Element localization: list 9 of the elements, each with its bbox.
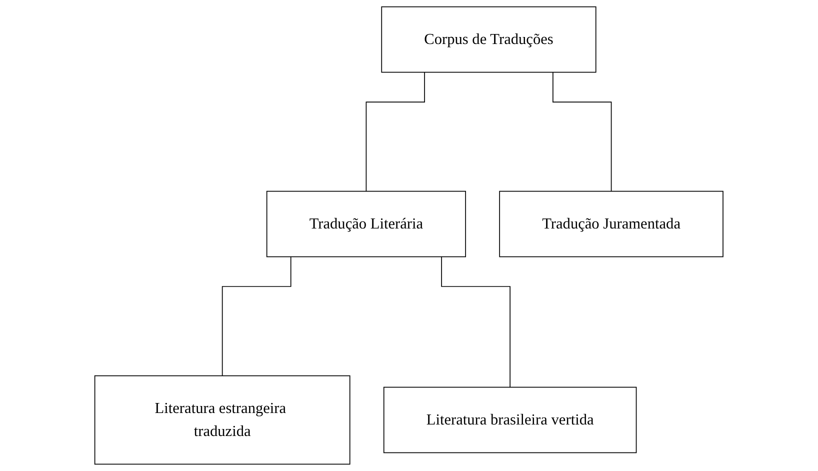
connector — [552, 72, 612, 192]
node-box: Literatura estrangeira traduzida — [94, 375, 350, 465]
connector — [222, 256, 292, 376]
node-box: Tradução Juramentada — [499, 190, 724, 258]
connector — [441, 256, 511, 388]
node-box: Literatura brasileira vertida — [384, 386, 637, 454]
connector — [366, 72, 426, 192]
node-box: Corpus de Traduções — [381, 6, 596, 73]
node-box: Tradução Literária — [266, 190, 466, 258]
